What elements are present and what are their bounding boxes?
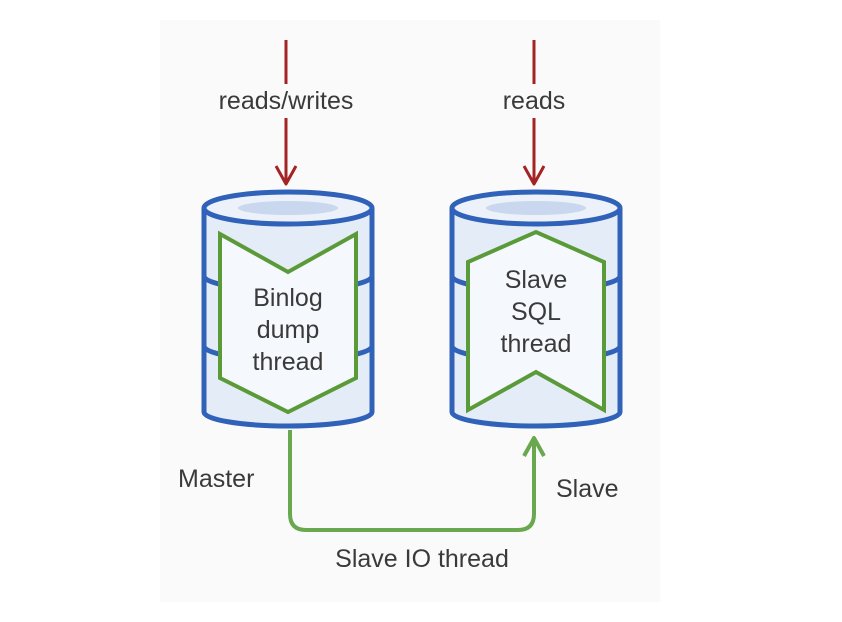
binlog-thread-label-line2: dump (257, 316, 320, 344)
io-thread-connector (288, 430, 546, 532)
sql-thread-chevron (466, 229, 606, 414)
slave-input-label: reads (503, 87, 566, 115)
io-thread-label: Slave IO thread (335, 545, 509, 573)
sql-thread-label-line2: SQL (511, 298, 561, 326)
master-database-icon (201, 189, 375, 429)
master-label: Master (178, 465, 254, 493)
binlog-thread-label-line1: Binlog (253, 284, 323, 312)
slave-database-icon (449, 189, 623, 429)
io-arrow-head (522, 436, 546, 457)
master-input-label: reads/writes (219, 87, 354, 115)
binlog-thread-label-line3: thread (253, 348, 324, 376)
sql-thread-label-line3: thread (501, 330, 572, 358)
slave-read-arrow (522, 40, 546, 186)
sql-thread-label-line1: Slave (505, 266, 568, 294)
slave-label: Slave (556, 475, 619, 503)
master-read-write-arrow (274, 40, 298, 186)
binlog-thread-chevron (218, 230, 358, 415)
